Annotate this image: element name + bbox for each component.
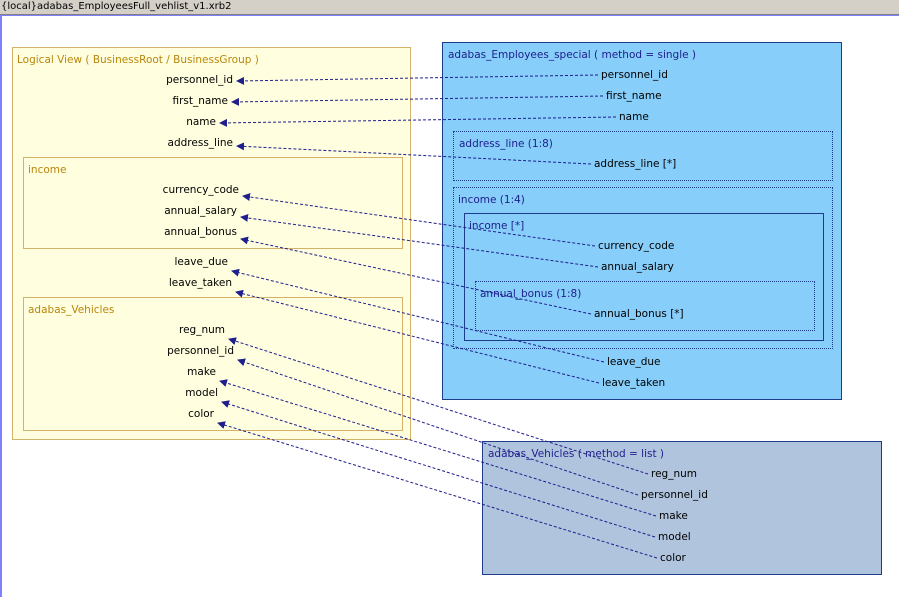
lv-field-model[interactable]: model	[185, 387, 218, 399]
lv-field-first-name[interactable]: first_name	[172, 95, 228, 107]
lv-field-currency-code[interactable]: currency_code	[162, 184, 239, 196]
es-field-personnel-id[interactable]: personnel_id	[601, 69, 668, 81]
lv-field-personnel-id[interactable]: personnel_id	[166, 74, 233, 86]
lv-field-leave-due[interactable]: leave_due	[174, 256, 228, 268]
vl-field-personnel-id[interactable]: personnel_id	[641, 489, 708, 501]
employees-special-title: adabas_Employees_special ( method = sing…	[448, 49, 697, 61]
es-field-first-name[interactable]: first_name	[606, 90, 662, 102]
lv-field-make[interactable]: make	[187, 366, 216, 378]
lv-field-annual-salary[interactable]: annual_salary	[164, 205, 237, 217]
logical-view-title: Logical View ( BusinessRoot / BusinessGr…	[17, 54, 259, 66]
es-field-annual-salary[interactable]: annual_salary	[601, 261, 674, 273]
lv-income-title: income	[28, 164, 67, 176]
es-bonus-group-title: annual_bonus (1:8)	[480, 288, 582, 300]
window-title-bar: {local}adabas_EmployeesFull_vehlist_v1.x…	[0, 0, 899, 15]
es-address-group-title: address_line (1:8)	[459, 138, 553, 150]
lv-field-annual-bonus[interactable]: annual_bonus	[164, 226, 237, 238]
vl-field-color[interactable]: color	[660, 552, 686, 564]
lv-field-name[interactable]: name	[186, 116, 216, 128]
es-field-name[interactable]: name	[619, 111, 649, 123]
vehicles-list-title: adabas_Vehicles ( method = list )	[488, 448, 665, 460]
es-field-leave-taken[interactable]: leave_taken	[602, 377, 666, 389]
diagram-canvas	[0, 15, 899, 597]
lv-field-vehicle-personnel-id[interactable]: personnel_id	[167, 345, 234, 357]
es-field-address-line[interactable]: address_line [*]	[594, 158, 677, 170]
es-income-inner-title: income [*]	[469, 220, 525, 232]
vl-field-make[interactable]: make	[659, 510, 688, 522]
es-income-group-title: income (1:4)	[458, 194, 525, 206]
vl-field-reg-num[interactable]: reg_num	[651, 468, 697, 480]
lv-field-color[interactable]: color	[188, 408, 214, 420]
lv-vehicles-title: adabas_Vehicles	[28, 304, 115, 316]
es-field-currency-code[interactable]: currency_code	[598, 240, 675, 252]
es-field-leave-due[interactable]: leave_due	[607, 356, 661, 368]
lv-field-address-line[interactable]: address_line	[167, 137, 233, 149]
vl-field-model[interactable]: model	[658, 531, 691, 543]
es-field-annual-bonus[interactable]: annual_bonus [*]	[594, 308, 684, 320]
lv-field-leave-taken[interactable]: leave_taken	[168, 277, 232, 289]
lv-field-reg-num[interactable]: reg_num	[179, 324, 225, 336]
window-title: {local}adabas_EmployeesFull_vehlist_v1.x…	[1, 1, 232, 12]
